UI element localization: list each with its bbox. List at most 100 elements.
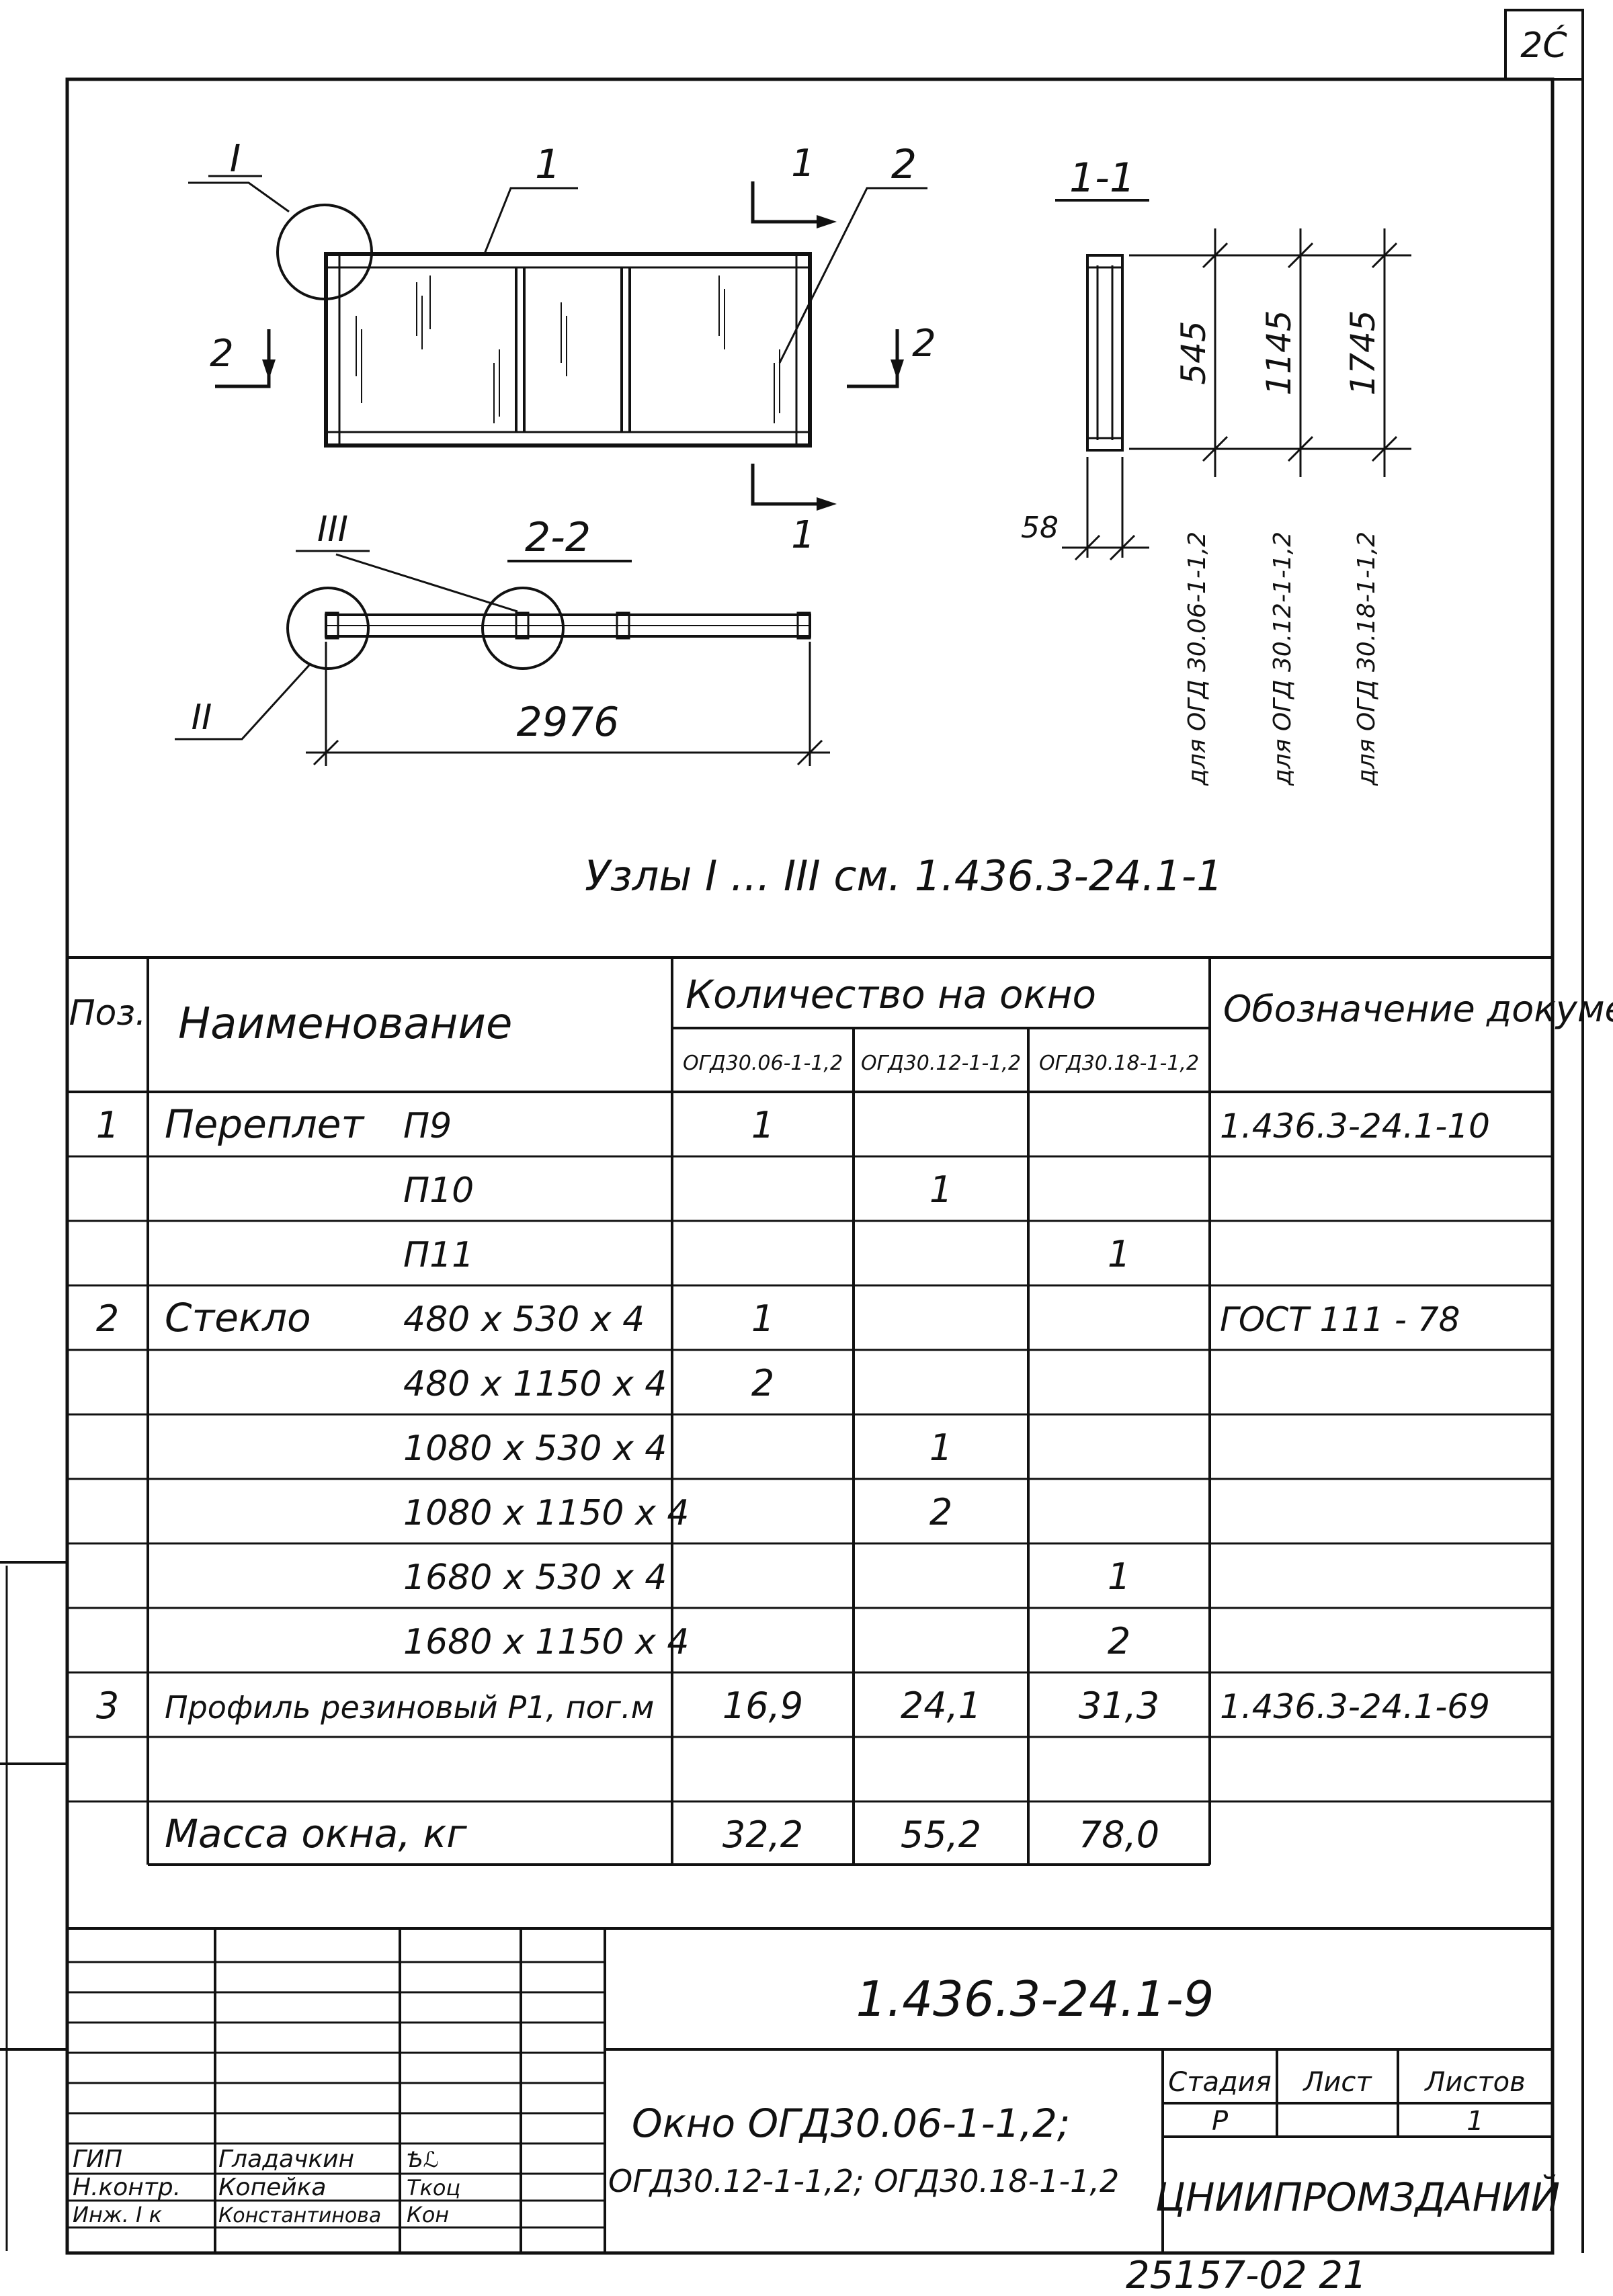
person-role-0: ГИП [73, 2145, 122, 2173]
cut-2-right-marker [847, 329, 899, 388]
table-row: 480 x 1150 x 4 2 [403, 1362, 774, 1404]
title-block-signature-rows [67, 1961, 605, 2229]
section-2-2-title: 2-2 [525, 514, 591, 561]
cell-pos: 3 [96, 1685, 119, 1727]
title-line-2: ОГД30.12-1-1,2; ОГД30.18-1-1,2 [608, 2163, 1119, 2199]
svg-text:545: 545 [1174, 321, 1213, 384]
table-row: П10 1 [403, 1168, 952, 1211]
height-dimension-0: 545 [1174, 321, 1213, 384]
person-name-1: Копейка [218, 2174, 326, 2201]
header-pos: Поз. [69, 993, 146, 1033]
dimension-2976-lines [306, 642, 830, 766]
height-label-0: для ОГД 30.06-1-1,2 [1184, 532, 1211, 786]
svg-text:для ОГД 30.12-1-1,2: для ОГД 30.12-1-1,2 [1269, 532, 1296, 786]
cut-1-bottom-label: 1 [791, 513, 815, 557]
pos-2-label: 2 [891, 141, 917, 188]
cut-1-top-marker [751, 181, 817, 224]
svg-text:для ОГД 30.18-1-1,2: для ОГД 30.18-1-1,2 [1353, 532, 1380, 786]
person-name-2: Константинова [218, 2204, 381, 2227]
cell-qty-1: 2 [751, 1362, 774, 1404]
cell-size: П10 [403, 1171, 474, 1211]
person-role-2: Инж. I к [73, 2202, 163, 2227]
person-sign-2: Кон [407, 2202, 449, 2227]
sheet-label: Лист [1302, 2067, 1372, 2098]
cell-size: 480 x 1150 x 4 [403, 1364, 667, 1404]
stage-value: Р [1212, 2106, 1229, 2137]
cut-1-top-label: 1 [791, 142, 815, 185]
header-qty-col-2: ОГД30.12-1-1,2 [861, 1052, 1021, 1075]
title-block-grid [67, 1927, 1553, 2253]
cell-size: 1680 x 530 x 4 [403, 1558, 667, 1598]
cell-size: П9 [403, 1106, 452, 1146]
cell-qty-2: 55,2 [901, 1814, 981, 1856]
dim-58: 58 [1021, 511, 1059, 545]
footer-number: 25157-02 21 [1126, 2254, 1367, 2296]
cell-name: Переплет [165, 1101, 365, 1147]
cell-qty-2: 24,1 [901, 1685, 981, 1727]
header-name: Наименование [178, 999, 512, 1049]
svg-text:1745: 1745 [1343, 310, 1382, 395]
cell-size: 1080 x 530 x 4 [403, 1429, 667, 1469]
height-label-2: для ОГД 30.18-1-1,2 [1353, 532, 1380, 786]
nodes-reference-note: Узлы I ... III см. 1.436.3-24.1-1 [585, 851, 1223, 900]
node-III-circle [481, 587, 565, 670]
sheet-frame [65, 77, 1555, 2255]
cell-size: 1680 x 1150 x 4 [403, 1622, 689, 1662]
cell-qty-3: 31,3 [1079, 1685, 1159, 1727]
svg-text:1145: 1145 [1259, 310, 1298, 395]
cell-name: Стекло [165, 1295, 311, 1341]
cell-doc: 1.436.3-24.1-69 [1220, 1687, 1490, 1726]
person-role-1: Н.контр. [73, 2174, 181, 2201]
cell-size: 1080 x 1150 x 4 [403, 1493, 689, 1533]
table-row: 1680 x 1150 x 4 2 [403, 1620, 1130, 1662]
cell-name: Профиль резиновый P1, пог.м [165, 1689, 654, 1726]
cell-qty-1: 32,2 [722, 1814, 803, 1856]
table-row: 1080 x 530 x 4 1 [403, 1427, 952, 1469]
pos-2-leader [778, 187, 927, 364]
window-front-view [324, 252, 812, 448]
header-qty-col-3: ОГД30.18-1-1,2 [1039, 1052, 1199, 1075]
sheet-corner-number: 2Ć [1520, 24, 1567, 66]
person-sign-0: Ѣℒ [407, 2147, 439, 2172]
person-sign-1: Ткоц [407, 2175, 460, 2201]
node-I-leader [188, 181, 290, 213]
header-qty: Количество на окно [686, 972, 1096, 1017]
cell-pos: 2 [96, 1298, 119, 1340]
spec-table-row-lines [67, 1155, 1553, 1803]
table-row: 3 Профиль резиновый P1, пог.м 16,9 24,1 31,3… [96, 1685, 1490, 1727]
table-row: 1080 x 1150 x 4 2 [403, 1491, 952, 1533]
pos-1-leader [483, 187, 578, 256]
node-II-label: II [192, 697, 212, 738]
cell-name: Масса окна, кг [165, 1811, 467, 1857]
height-dimension-2: 1745 [1343, 310, 1382, 395]
cell-qty-3: 2 [1108, 1620, 1130, 1662]
node-II-leader [175, 664, 311, 740]
cell-qty-2: 2 [929, 1491, 952, 1533]
organization-name: ЦНИИПРОМЗДАНИЙ [1155, 2174, 1560, 2220]
document-code: 1.436.3-24.1-9 [856, 1971, 1214, 2027]
node-I-label: I [230, 137, 241, 181]
cell-qty-2: 1 [929, 1168, 952, 1211]
pos-1-label: 1 [535, 141, 561, 188]
cut-2-right-label: 2 [912, 322, 936, 366]
node-III-leader [335, 553, 518, 613]
section-1-1-dimension-lines [1062, 228, 1411, 561]
spec-table-grid [67, 956, 1553, 1866]
corner-box [1504, 9, 1584, 81]
cell-qty-1: 16,9 [722, 1685, 803, 1727]
cell-qty-3: 78,0 [1079, 1814, 1159, 1856]
cell-size: 480 x 530 x 4 [403, 1300, 645, 1340]
header-doc: Обозначение документа [1223, 988, 1613, 1030]
cell-qty-2: 1 [929, 1427, 952, 1469]
table-row: Масса окна, кг 32,2 55,2 78,0 [165, 1811, 1159, 1857]
sheets-label: Листов [1423, 2067, 1525, 2098]
cut-2-left-marker [215, 329, 271, 388]
title-line-1: Окно ОГД30.06-1-1,2; [632, 2100, 1070, 2146]
stage-label: Стадия [1168, 2067, 1271, 2098]
